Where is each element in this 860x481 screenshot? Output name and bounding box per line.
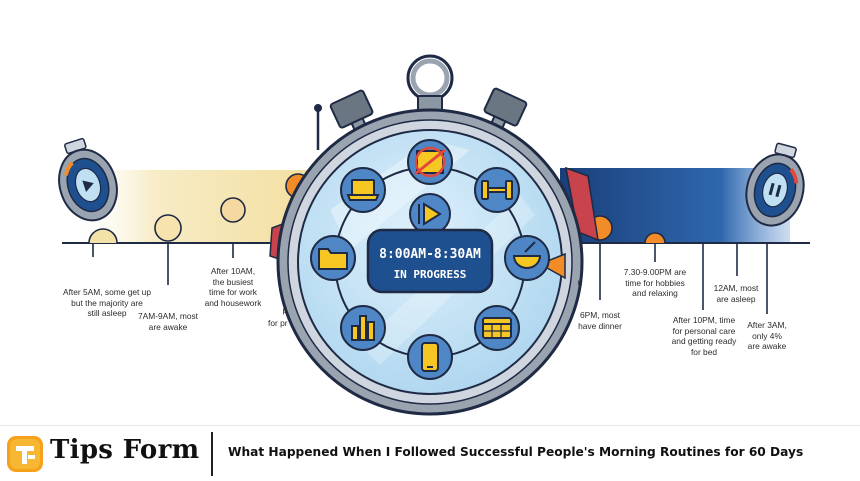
label-6pm: 6PM, most have dinner [578,310,622,331]
partial-text-right-1: n [577,277,583,287]
dumbbell-icon [474,167,520,213]
tips-form-logo-icon [7,436,43,472]
smartphone-icon [407,334,453,380]
marker-10am [220,197,246,223]
folder-icon [310,235,356,281]
no-sleep-icon [407,139,453,185]
time-range-text: 8:00AM-8:30AM [379,247,481,262]
label-10am: After 10AM, the busiest time for work an… [204,266,262,308]
calendar-icon [474,305,520,351]
breakfast-bowl-icon [504,235,550,281]
bar-chart-icon [340,305,386,351]
label-12am: 12AM, most are asleep [713,283,759,304]
laptop-icon [340,167,386,213]
label-10pm: After 10PM, time for personal care and g… [671,315,737,357]
marker-7am [154,214,182,242]
routine-infographic: 8:00AM-8:30AM IN PROGRESS After 5AM, som… [58,54,810,416]
footer-divider [211,432,213,476]
left-stopwatch-icon [58,137,118,222]
partial-text-left-2: for pr [268,318,288,328]
marker-730pm [644,232,666,244]
partial-text-left-1: p [282,305,288,315]
footer-bar: Tips Form What Happened When I Followed … [0,425,860,481]
infographic-art: 8:00AM-8:30AM IN PROGRESS [58,54,810,416]
label-5am: After 5AM, some get up but the majority … [63,287,151,318]
brand-name: Tips Form [50,435,200,465]
time-display [366,228,494,294]
progress-pointer [538,252,566,280]
label-730pm: 7.30-9.00PM are time for hobbies and rel… [623,267,687,298]
label-3am: After 3AM, only 4% are awake [747,320,787,351]
article-title: What Happened When I Followed Successful… [228,445,804,459]
status-text: IN PROGRESS [394,268,467,281]
play-icon [409,193,451,235]
marker-5am [88,228,118,244]
right-stopwatch-icon [745,142,805,227]
label-7am: 7AM-9AM, most are awake [137,311,199,332]
